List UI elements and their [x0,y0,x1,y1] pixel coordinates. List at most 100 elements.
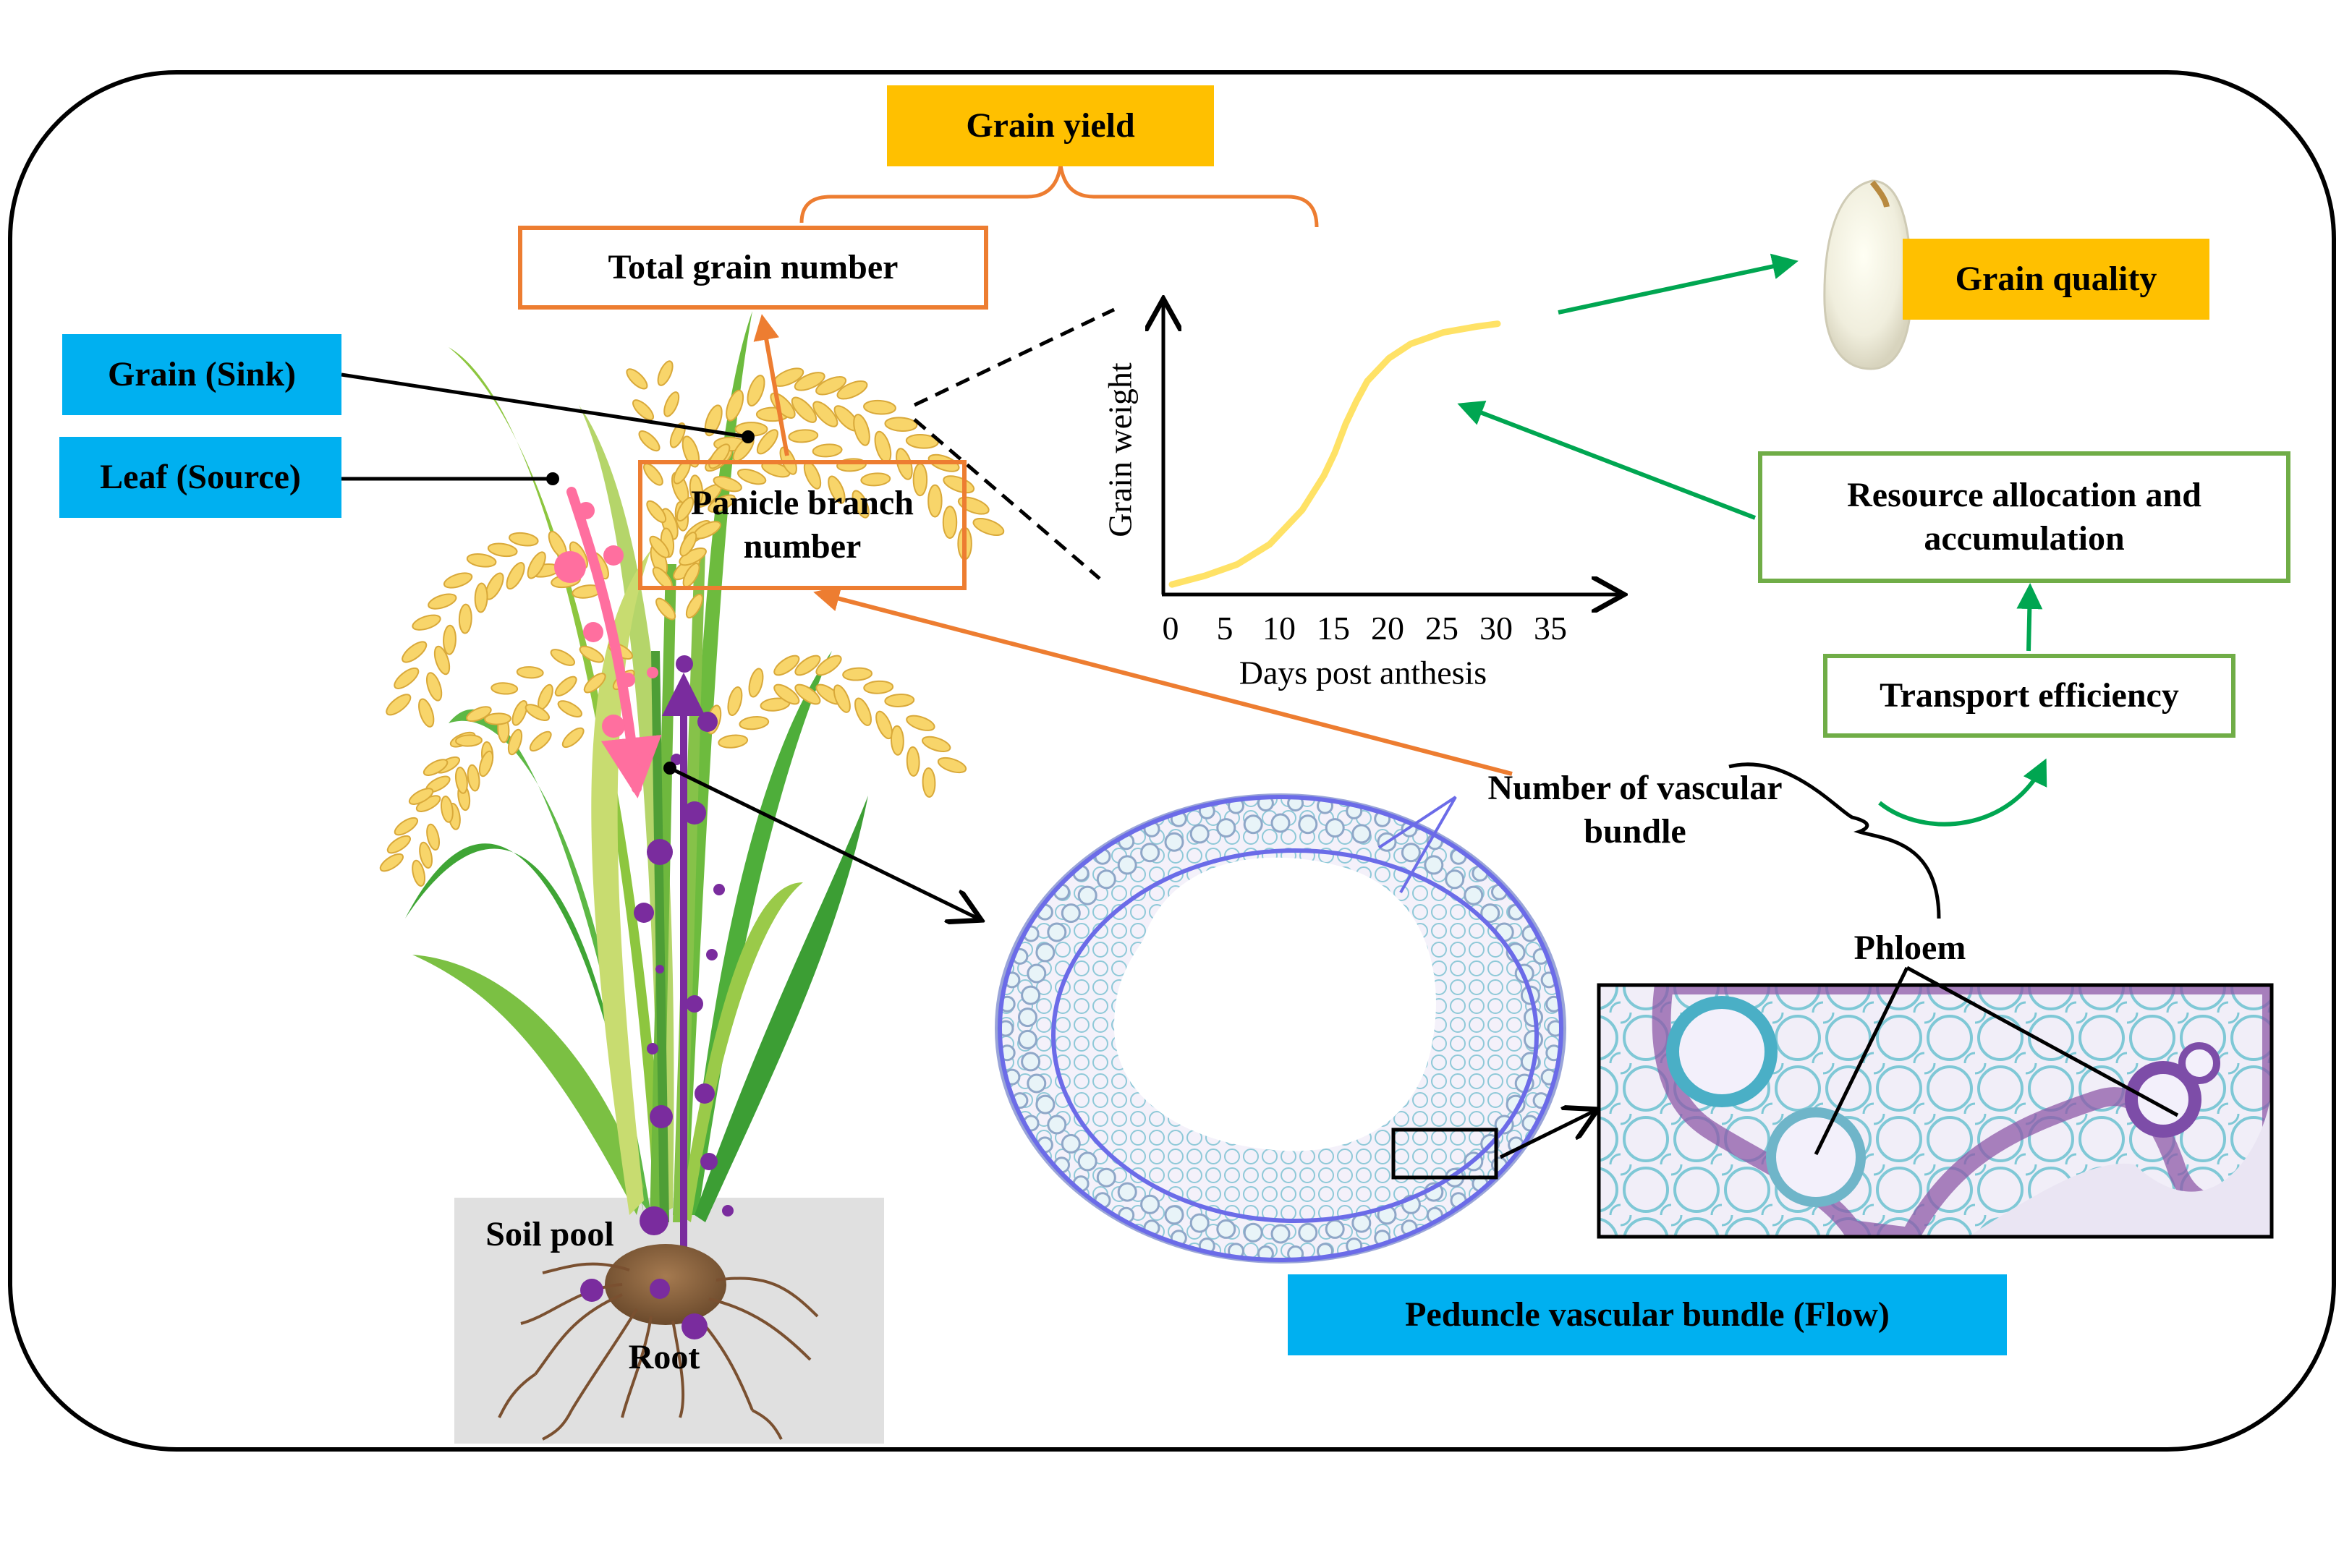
rice-grain [708,494,736,513]
rice-grain [815,376,847,396]
rice-grain [386,835,412,854]
rice-grain [557,700,583,717]
rice-grain [506,562,525,590]
rice-grain [875,710,893,740]
phloem-zoom-image [1599,985,2272,1237]
vascular-bundle [1189,1213,1210,1233]
peduncle-cross-section [995,793,1566,1264]
rice-grain [425,672,443,702]
rice-grain [663,391,680,417]
to-grain-quality-arrow [1558,253,1799,315]
panicle-to-grain-number-arrow [753,314,789,456]
grain-weight-chart [1162,302,1621,595]
phloem-label: Phloem [1853,929,1966,967]
vascular-bundle [1298,1222,1318,1243]
rice-grain [747,375,765,407]
rice-grain [890,725,904,756]
vascular-bundle [1270,1224,1291,1244]
vascular-bundle [1117,855,1137,875]
zoom-dashed-line-top [913,307,1116,407]
rice-grain [854,697,872,726]
rice-grain [736,469,767,485]
outer-frame [8,70,2336,1452]
rice-grain [681,435,700,468]
soil-pool-label: Soil pool [485,1215,614,1253]
number-of-vascular-bundle-label: Number of vascular bundle [1487,769,1783,851]
vascular-bundle [1061,1133,1081,1154]
stem-leader-dot [663,762,676,775]
rice-grain [727,686,743,717]
peduncle-vascular-bundle-label: Peduncle vascular bundle (Flow) [1288,1274,2007,1355]
rice-grain [689,474,704,505]
rice-grain [583,673,606,694]
rice-grain [579,645,605,663]
grain-yield-brace [799,164,1319,228]
rice-grain [458,603,472,634]
vascular-bundle [1464,885,1484,906]
rice-grain [443,572,473,589]
rice-grain [394,667,420,689]
rice-grain [508,532,539,547]
rice-grain [884,694,915,707]
rice-grain [718,734,749,749]
rice-grain [739,715,770,730]
vascular-brace [1728,762,1941,919]
chart-x-tick: 5 [1216,610,1233,647]
rice-grain [478,750,494,777]
rice-grain [773,683,800,705]
vascular-bundle [1524,1029,1543,1049]
vascular-bundle [1021,1052,1041,1072]
rice-grain [679,532,697,557]
rice-grain [511,699,528,726]
rice-grain [815,655,842,676]
rice-grain [412,859,426,887]
leaf-leader-dot [546,472,559,485]
rice-grain [632,399,655,421]
rice-grain [863,399,896,415]
source-assimilate-flow [554,487,662,798]
vascular-bundle [1140,843,1160,863]
vascular-bundle [1077,1151,1097,1172]
vascular-bundle [1189,824,1210,844]
chart-x-tick: 0 [1162,610,1179,647]
rice-grain [466,553,497,568]
rice-grain [379,853,404,872]
rice-grain [853,414,870,446]
rice-grain [454,767,468,794]
rice-grain [455,734,483,747]
rice-grain-image [1823,179,1913,370]
rice-grain [905,433,939,449]
rice-grain [527,551,546,579]
rice-grain [516,666,544,679]
rice-grain [812,443,843,458]
vascular-bundle [1298,814,1318,835]
total-grain-number-label: Total grain number [518,226,988,310]
vascular-bundle [1096,1167,1116,1188]
vascular-bundle [1216,818,1236,838]
rice-grain [906,715,935,731]
vascular-bundle [1140,1194,1160,1214]
vascular-bundle [1164,1205,1184,1225]
rice-grain [836,380,868,400]
chart-x-tick: 25 [1425,610,1458,647]
vascular-bundle [1480,903,1500,924]
rice-grain [554,676,577,696]
rice-grain [906,746,920,777]
chart-x-tick: 35 [1534,610,1567,647]
rice-grain [507,728,523,756]
rice-grain [561,727,585,749]
vascular-bundle [1216,1219,1236,1239]
rice-grain [860,472,891,487]
grain-weight-curve [1168,320,1501,588]
vascular-bundle [1018,1029,1037,1049]
rice-grain [642,463,663,486]
rice-grain [874,430,892,464]
rice-grain [884,417,918,433]
leaf-source-label: Leaf (Source) [59,437,341,518]
grain-yield-label: Grain yield [887,85,1214,166]
rice-grain [713,476,742,493]
rice-grain [386,694,412,716]
rice-grain [649,535,670,558]
